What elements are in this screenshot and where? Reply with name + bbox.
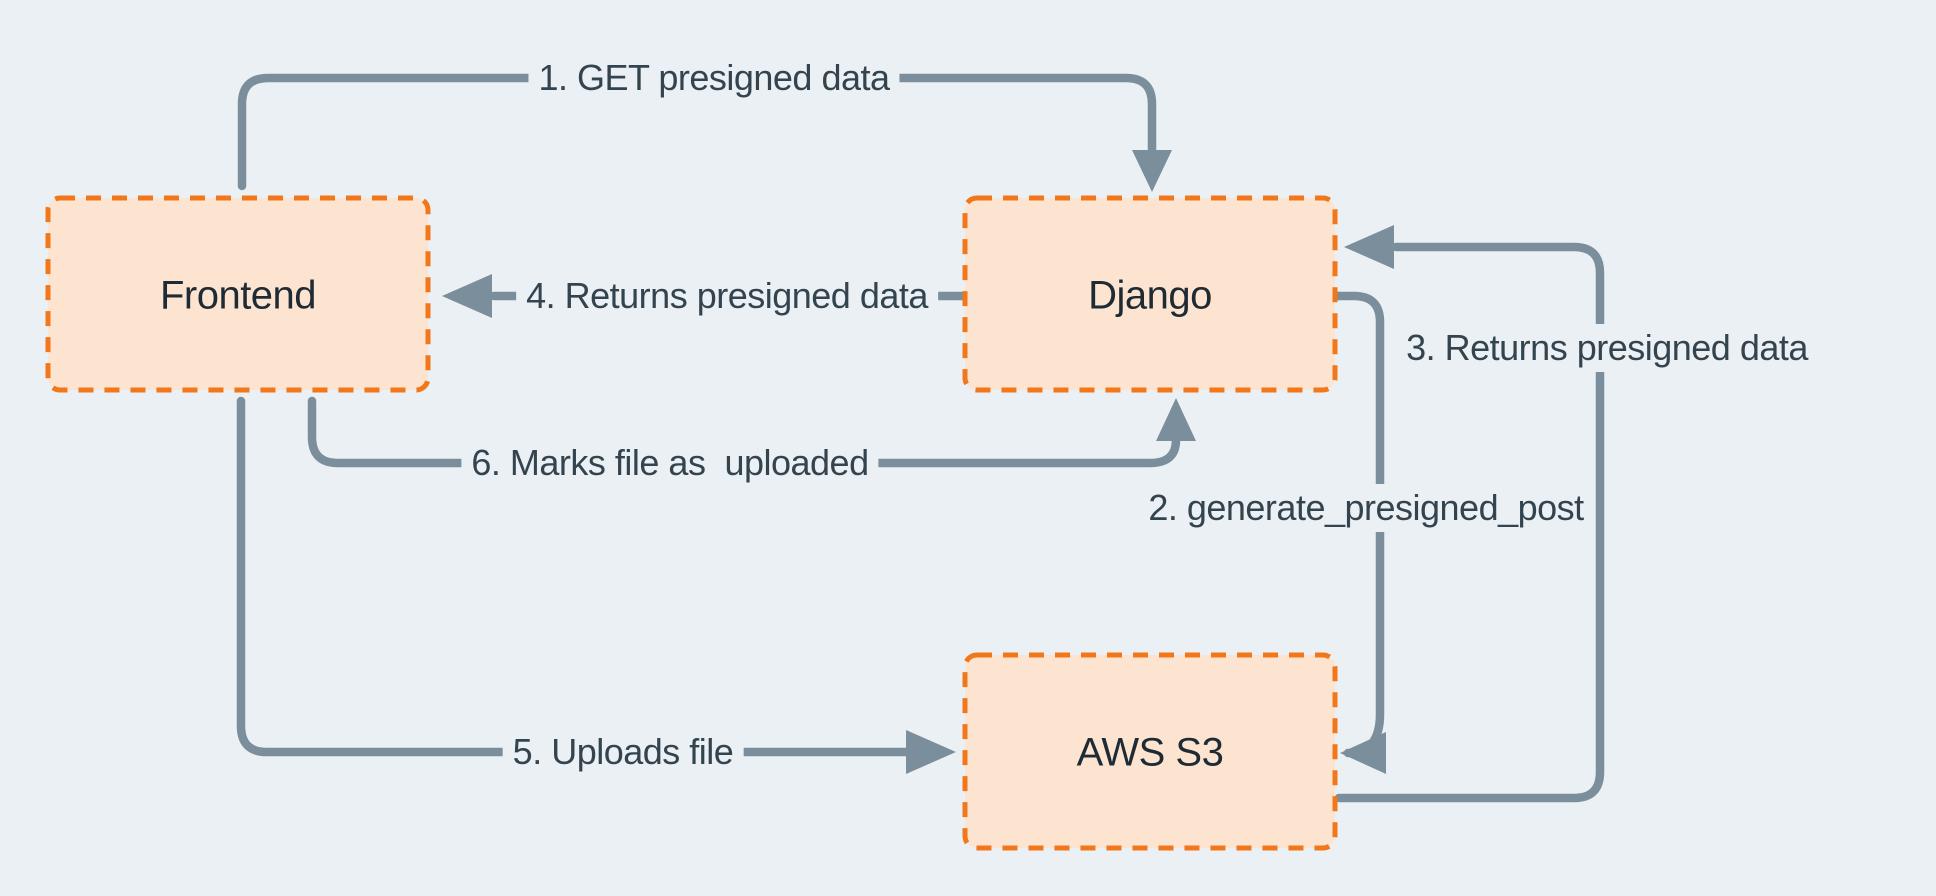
django-box xyxy=(962,195,1338,393)
edge-1-arrowhead-down xyxy=(1132,150,1172,192)
edge-5-arrowhead-right xyxy=(906,730,956,774)
edge-6-path xyxy=(307,396,1181,468)
node-label-frontend: Frontend xyxy=(159,273,317,318)
edge-label-6: 6. Marks file as uploaded xyxy=(461,439,879,487)
edge-label-5: 5. Uploads file xyxy=(502,728,744,776)
edge-3-arrowhead-left xyxy=(1344,225,1394,269)
edge-4-arrowhead-left xyxy=(442,274,492,318)
edge-label-1: 1. GET presigned data xyxy=(528,54,900,102)
edge-label-2: 2. generate_presigned_post xyxy=(1138,484,1594,532)
edge-label-4: 4. Returns presigned data xyxy=(516,272,938,320)
edge-3-path xyxy=(1334,242,1605,803)
node-label-aws-s3: AWS S3 xyxy=(1076,730,1224,775)
aws-s3-box xyxy=(962,652,1338,851)
frontend-box xyxy=(45,195,431,393)
edge-label-3: 3. Returns presigned data xyxy=(1396,324,1818,372)
edge-5-path xyxy=(236,396,913,757)
edge-2-arrowhead-left xyxy=(1340,732,1386,774)
node-label-django: Django xyxy=(1088,273,1212,318)
edge-6-arrowhead-up xyxy=(1156,398,1196,441)
